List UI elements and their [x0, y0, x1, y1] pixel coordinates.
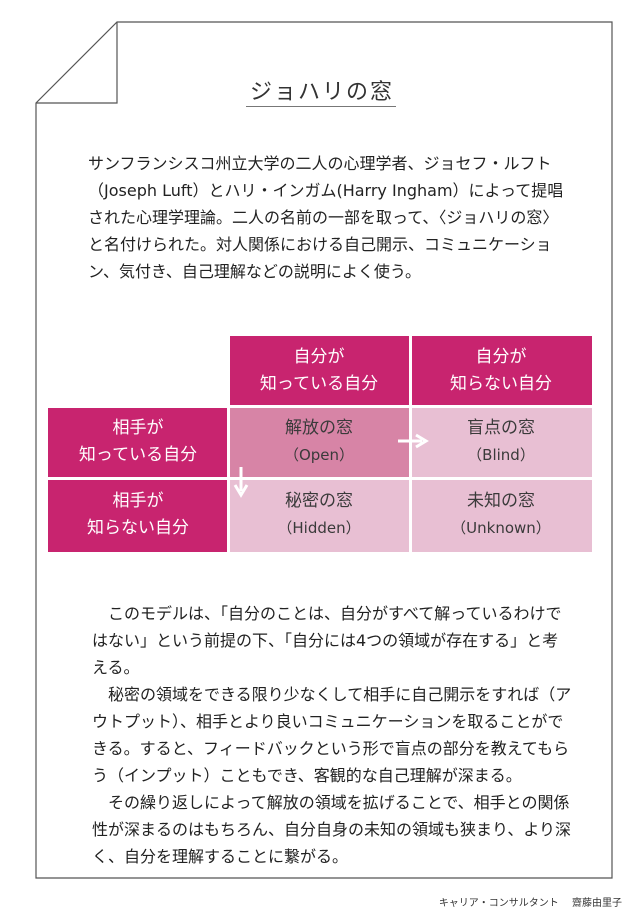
- col-header-line1: 自分が: [475, 347, 527, 367]
- arrow-down-icon: [233, 467, 249, 498]
- body-paragraph: その繰り返しによって解放の領域を拡げることで、相手との関係性が深まるのはもちろん…: [92, 793, 572, 866]
- row-header-known-to-others: 相手が 知っている自分: [48, 406, 228, 478]
- page-title: ジョハリの窓: [249, 80, 394, 105]
- cell-english: （Unknown）: [451, 519, 551, 537]
- col-header-line2: 知っている自分: [259, 374, 379, 394]
- cell-name: 秘密の窓: [285, 491, 353, 511]
- body-paragraph: 秘密の領域をできる限り少なくして相手に自己開示をすれば（アウトプット）、相手とよ…: [92, 685, 572, 785]
- row-header-line2: 知っている自分: [78, 445, 198, 465]
- body-paragraph: このモデルは、「自分のことは、自分がすべて解っているわけではない」という前提の下…: [92, 604, 562, 677]
- grid-line-vertical: [409, 336, 412, 552]
- cell-name: 盲点の窓: [467, 418, 535, 438]
- grid-line-vertical: [227, 336, 230, 552]
- col-header-unknown-to-self: 自分が 知らない自分: [410, 336, 592, 406]
- grid-line-horizontal: [48, 405, 592, 408]
- cell-english: （Hidden）: [277, 519, 361, 537]
- col-header-line1: 自分が: [293, 347, 345, 367]
- body-text: このモデルは、「自分のことは、自分がすべて解っているわけではない」という前提の下…: [92, 600, 572, 870]
- intro-paragraph: サンフランシスコ州立大学の二人の心理学者、ジョセフ・ルフト（Joseph Luf…: [88, 154, 564, 281]
- cell-unknown-window: 未知の窓 （Unknown）: [410, 478, 592, 552]
- cell-name: 未知の窓: [467, 491, 535, 511]
- cell-english: （Open）: [283, 446, 355, 464]
- footer-role: キャリア・コンサルタント: [438, 898, 559, 909]
- row-header-unknown-to-others: 相手が 知らない自分: [48, 478, 228, 552]
- cell-open-window: 解放の窓 （Open）: [228, 406, 410, 478]
- arrow-right-icon: [398, 433, 429, 449]
- grid-line-horizontal: [48, 477, 592, 480]
- row-header-line1: 相手が: [112, 491, 164, 511]
- row-header-line1: 相手が: [112, 418, 164, 438]
- col-header-known-to-self: 自分が 知っている自分: [228, 336, 410, 406]
- cell-english: （Blind）: [467, 446, 535, 464]
- cell-name: 解放の窓: [285, 418, 353, 438]
- cell-hidden-window: 秘密の窓 （Hidden）: [228, 478, 410, 552]
- col-header-line2: 知らない自分: [450, 374, 552, 394]
- footer-author: 齋藤由里子: [572, 898, 622, 909]
- footer-credit: キャリア・コンサルタント 齋藤由里子: [429, 894, 622, 909]
- title-underline: [246, 106, 396, 107]
- row-header-line2: 知らない自分: [87, 518, 189, 538]
- cell-blind-window: 盲点の窓 （Blind）: [410, 406, 592, 478]
